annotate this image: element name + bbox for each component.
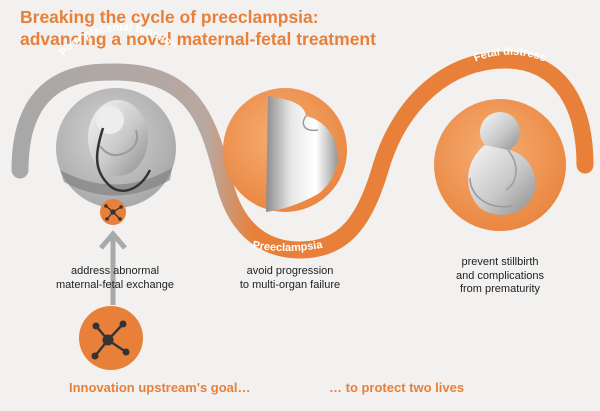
stage-circle-poor-placental-function	[56, 88, 176, 208]
fetus-icon	[88, 100, 152, 192]
stage-caption-2: avoid progression to multi-organ failure	[239, 265, 341, 291]
arrow-up-icon	[99, 230, 127, 305]
stage-label-poor-placental-function: Poor placental function	[57, 21, 180, 58]
fetus-icon	[468, 112, 536, 215]
page-title: Breaking the cycle of preeclampsia: adva…	[20, 6, 580, 50]
title-line-1: Breaking the cycle of preeclampsia:	[20, 7, 319, 27]
cycle-arc	[11, 51, 594, 259]
stage-caption-3: prevent stillbirth and complications fro…	[455, 256, 545, 295]
footer-goal-left: Innovation upstream's goal…	[69, 380, 251, 395]
stage-circle-preeclampsia	[223, 88, 347, 212]
molecule-icon-small	[100, 199, 126, 225]
footer-goal-right: … to protect two lives	[329, 380, 465, 395]
title-line-2: advancing a novel maternal-fetal treatme…	[20, 29, 376, 49]
stage-circle-fetal-distress	[434, 99, 566, 231]
molecule-icon	[79, 306, 143, 370]
pregnant-belly-icon	[266, 96, 340, 212]
stage-label-preeclampsia: Preeclampsia	[252, 239, 324, 254]
stage-label-fetal-distress: Fetal distress	[472, 46, 548, 65]
stage-caption-1: address abnormal maternal-fetal exchange	[55, 265, 174, 291]
